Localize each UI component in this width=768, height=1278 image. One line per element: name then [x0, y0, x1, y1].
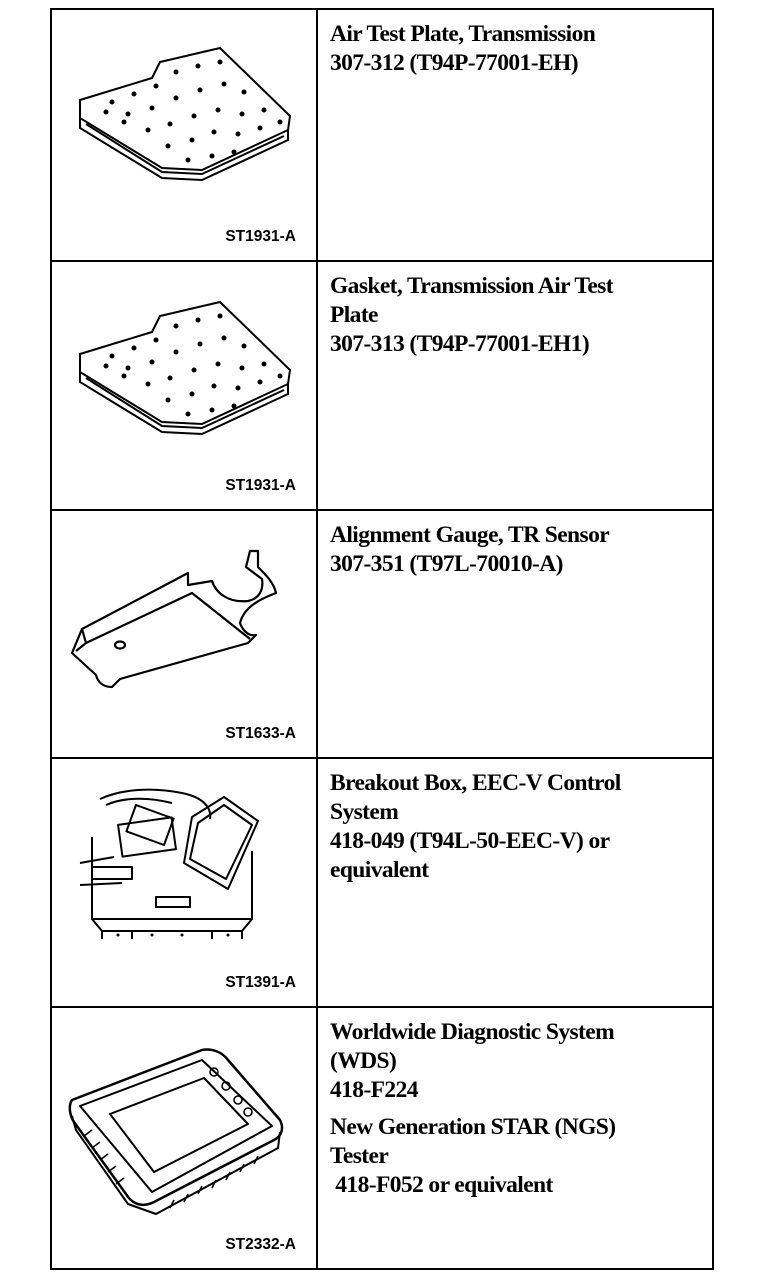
image-code: ST2332-A: [225, 1236, 296, 1253]
tool-name: Air Test Plate, Transmission: [330, 21, 596, 47]
tool-name-alt-cont: Tester: [330, 1143, 389, 1169]
air-test-plate-gasket-icon: [79, 300, 292, 436]
table-row: ST1931-A Air Test Plate, Transmission 30…: [52, 10, 712, 262]
tool-image-cell: ST2332-A: [52, 1008, 318, 1268]
diagnostic-tester-icon: [68, 1048, 284, 1215]
air-test-plate-icon: [79, 46, 292, 182]
tool-description: Air Test Plate, Transmission 307-312 (T9…: [318, 10, 712, 260]
breakout-box-icon: [79, 788, 259, 939]
tool-description: Breakout Box, EEC-V Control System 418-0…: [318, 759, 712, 1006]
table-row: ST1633-A Alignment Gauge, TR Sensor 307-…: [52, 511, 712, 759]
table-row: ST1391-A Breakout Box, EEC-V Control Sys…: [52, 759, 712, 1008]
tool-number-cont: equivalent: [330, 857, 429, 883]
table-row: ST2332-A Worldwide Diagnostic System (WD…: [52, 1008, 712, 1268]
tool-name-cont: System: [330, 799, 399, 825]
tool-description: Gasket, Transmission Air Test Plate 307-…: [318, 262, 712, 509]
tool-description: Worldwide Diagnostic System (WDS) 418-F2…: [318, 1008, 712, 1268]
tool-name: Gasket, Transmission Air Test: [330, 273, 614, 299]
alignment-gauge-icon: [70, 549, 278, 689]
tool-name: Breakout Box, EEC-V Control: [330, 770, 621, 796]
tool-number: 307-312 (T94P-77001-EH): [330, 50, 579, 76]
tool-number-alt: 418-F052 or equivalent: [330, 1172, 553, 1198]
tool-name-cont: (WDS): [330, 1048, 397, 1074]
image-code: ST1391-A: [225, 974, 296, 991]
image-code: ST1931-A: [225, 477, 296, 494]
image-code: ST1931-A: [225, 228, 296, 245]
tool-name-alt: New Generation STAR (NGS): [330, 1114, 616, 1140]
tool-image-cell: ST1931-A: [52, 10, 318, 260]
tool-name-cont: Plate: [330, 302, 378, 328]
tool-number: 307-313 (T94P-77001-EH1): [330, 331, 590, 357]
special-tools-table: ST1931-A Air Test Plate, Transmission 30…: [50, 8, 714, 1270]
tool-name: Alignment Gauge, TR Sensor: [330, 522, 610, 548]
image-code: ST1633-A: [225, 725, 296, 742]
table-row: ST1931-A Gasket, Transmission Air Test P…: [52, 262, 712, 511]
tool-image-cell: ST1931-A: [52, 262, 318, 509]
tool-image-cell: ST1391-A: [52, 759, 318, 1006]
tool-number: 307-351 (T97L-70010-A): [330, 551, 563, 577]
tool-number: 418-F224: [330, 1077, 418, 1103]
tool-number: 418-049 (T94L-50-EEC-V) or: [330, 828, 610, 854]
tool-image-cell: ST1633-A: [52, 511, 318, 757]
tool-name: Worldwide Diagnostic System: [330, 1019, 615, 1045]
tool-description: Alignment Gauge, TR Sensor 307-351 (T97L…: [318, 511, 712, 757]
